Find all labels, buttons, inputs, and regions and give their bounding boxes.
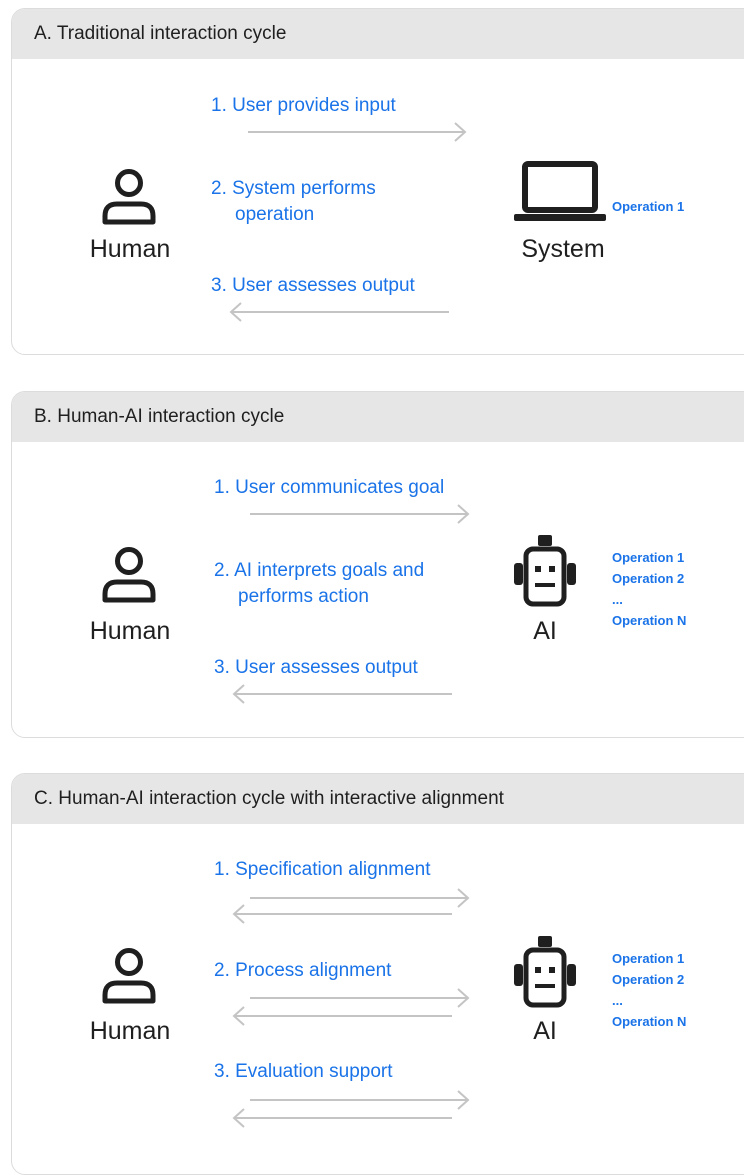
step-1-label: 1. User provides input	[211, 95, 396, 116]
operation-item: Operation 2	[612, 972, 685, 987]
step-2-line-1: 2. AI interprets goals and	[214, 560, 425, 581]
operation-item: ...	[612, 592, 623, 607]
step-1-label: 1. User communicates goal	[214, 477, 445, 498]
operations-list: Operation 1	[612, 196, 684, 217]
human-label: Human	[89, 1017, 171, 1045]
panel-title: A. Traditional interaction cycle	[12, 9, 744, 59]
operations-list: Operation 1 Operation 2 ... Operation N	[612, 547, 686, 631]
step-3-label: 3. User assesses output	[214, 657, 418, 678]
operation-item: Operation 2	[612, 571, 685, 586]
step-2-label: 2. AI interprets goals and performs acti…	[214, 558, 424, 610]
arrow-pair-process	[232, 988, 470, 1026]
operation-item: ...	[612, 993, 623, 1008]
arrow-right	[248, 122, 467, 142]
panel-title: B. Human-AI interaction cycle	[12, 392, 744, 442]
panel-traditional-cycle: A. Traditional interaction cycle Human S…	[11, 8, 744, 355]
robot-icon	[514, 535, 576, 607]
arrow-right	[250, 504, 470, 524]
operation-item: Operation 1	[612, 550, 685, 565]
step-1-label: 1. Specification alignment	[214, 859, 431, 880]
human-label: Human	[89, 617, 171, 645]
system-label: System	[521, 235, 605, 263]
arrow-pair-specification	[232, 888, 470, 924]
person-icon	[102, 169, 156, 225]
operation-item: Operation 1	[612, 199, 685, 214]
panel-interactive-alignment-cycle: C. Human-AI interaction cycle with inter…	[11, 773, 744, 1175]
step-2-line-2: operation	[235, 204, 315, 225]
step-3-label: 3. User assesses output	[211, 275, 415, 296]
step-2-label: 2. System performs operation	[211, 176, 376, 228]
operations-list: Operation 1 Operation 2 ... Operation N	[612, 948, 686, 1032]
person-icon	[102, 547, 156, 603]
operation-item: Operation N	[612, 613, 687, 628]
ai-label: AI	[533, 617, 557, 645]
person-icon	[102, 948, 156, 1004]
step-2-line-1: 2. System performs	[211, 178, 376, 199]
laptop-icon	[514, 161, 606, 221]
arrow-left	[232, 684, 452, 704]
human-label: Human	[89, 235, 171, 263]
robot-icon	[514, 936, 576, 1008]
ai-label: AI	[533, 1017, 557, 1045]
operation-item: Operation 1	[612, 951, 685, 966]
step-2-label: 2. Process alignment	[214, 960, 392, 981]
step-2-line-2: performs action	[238, 586, 369, 607]
arrow-pair-evaluation	[232, 1090, 470, 1128]
panel-title: C. Human-AI interaction cycle with inter…	[12, 774, 744, 824]
arrow-left	[229, 302, 449, 322]
operation-item: Operation N	[612, 1014, 687, 1029]
panel-human-ai-cycle: B. Human-AI interaction cycle Human AI O…	[11, 391, 744, 738]
step-3-label: 3. Evaluation support	[214, 1061, 393, 1082]
